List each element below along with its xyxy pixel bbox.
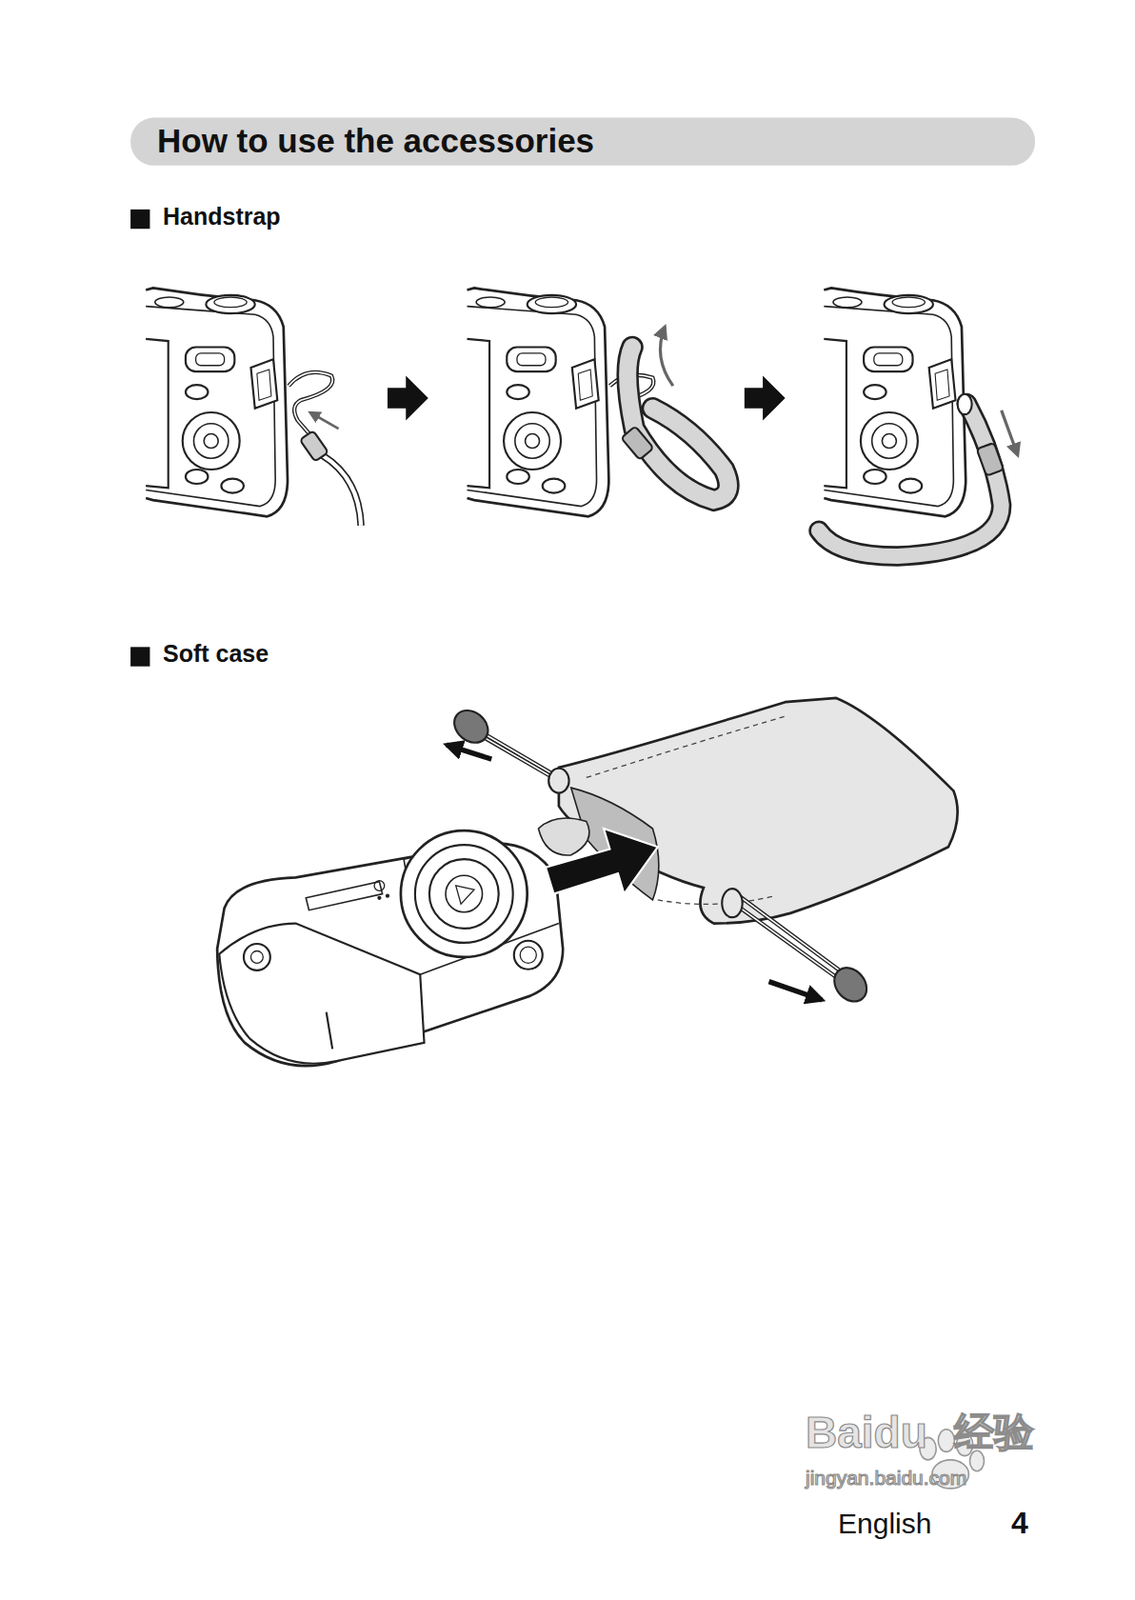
step-arrow <box>387 375 429 420</box>
page-number: 4 <box>1011 1505 1029 1541</box>
handstrap-step-2 <box>467 287 729 517</box>
handstrap-step-3 <box>818 287 1018 557</box>
step-arrow <box>744 375 786 420</box>
section-heading: Handstrap <box>162 202 281 231</box>
handstrap-step-1 <box>145 287 361 526</box>
page-title: How to use the accessories <box>157 121 595 160</box>
section-bullet <box>130 209 150 229</box>
soft-case-illustration <box>217 697 958 1066</box>
section-bullet <box>130 646 150 666</box>
title-band <box>130 118 1036 166</box>
watermark: 经验 <box>954 1409 1035 1455</box>
watermark: jingyan.baidu.com <box>805 1466 967 1490</box>
footer-language: English <box>837 1507 932 1541</box>
section-heading: Soft case <box>162 639 269 668</box>
watermark: Baidu <box>805 1407 928 1458</box>
